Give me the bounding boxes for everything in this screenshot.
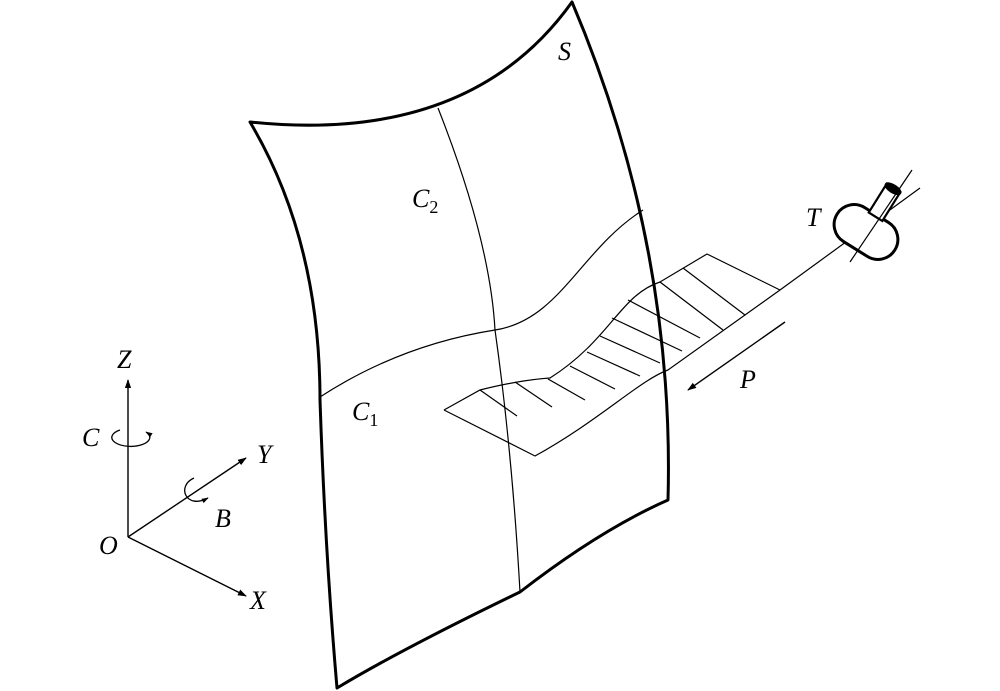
tool-hatch-line	[849, 169, 913, 263]
label-origin-o: O	[99, 531, 118, 560]
strip-lower-edge	[443, 289, 781, 457]
label-axis-z: Z	[117, 345, 132, 374]
rotation-b-icon	[184, 477, 209, 504]
label-axis-y: Y	[257, 440, 274, 469]
tool	[832, 182, 902, 261]
strip-upper-edge	[443, 253, 781, 411]
label-curve-c2: C2	[412, 184, 438, 217]
label-axis-x: X	[249, 586, 267, 615]
label-rotation-b: B	[215, 504, 231, 533]
rotation-c-icon	[111, 429, 153, 448]
path-direction-arrow	[687, 321, 786, 391]
curve-c2	[437, 107, 521, 593]
label-path-p: P	[739, 365, 756, 394]
surface-outline	[248, 0, 670, 690]
strip-hatch	[627, 299, 701, 339]
strip-hatch	[479, 389, 518, 417]
strip-hatch	[659, 281, 724, 331]
coordinate-system	[111, 379, 247, 597]
curve-c1	[319, 209, 644, 398]
strip-hatch	[514, 381, 553, 408]
strip-hatch	[586, 351, 641, 377]
label-curve-c1: C1	[352, 397, 378, 430]
strip-hatch	[682, 267, 746, 316]
x-axis	[127, 536, 247, 597]
tool-shank-top	[884, 182, 902, 196]
label-surface-s: S	[558, 37, 571, 66]
strip-hatch	[599, 335, 661, 364]
label-tool-t: T	[806, 203, 822, 232]
strip-hatch	[569, 365, 616, 390]
strip-hatch	[611, 317, 683, 352]
label-rotation-c: C	[82, 423, 100, 452]
strip-hatch	[547, 378, 586, 401]
tool-path-strip	[443, 253, 781, 457]
